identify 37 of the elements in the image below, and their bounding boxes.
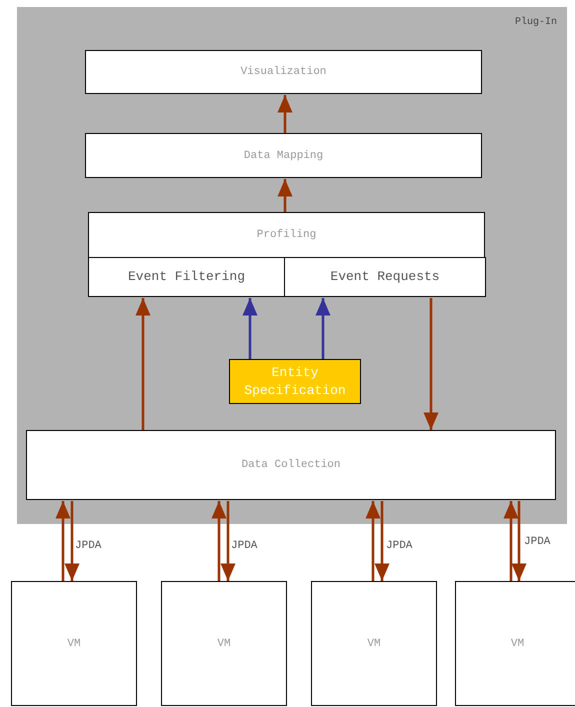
box-label: VM — [67, 636, 81, 652]
box-label: Entity Specification — [243, 364, 347, 400]
arrow — [504, 501, 518, 581]
compartment-box — [284, 257, 486, 297]
box-label: VM — [510, 636, 524, 652]
arrow — [316, 298, 330, 359]
arrow — [374, 501, 390, 581]
box-label: Event Filtering — [126, 268, 246, 286]
arrow — [366, 501, 380, 581]
box-label: VM — [217, 636, 231, 652]
arrow — [278, 95, 292, 133]
arrow — [212, 501, 226, 581]
box-label: VM — [367, 636, 381, 652]
box-label: Data Mapping — [244, 148, 324, 164]
process-box — [85, 50, 482, 94]
arrow — [56, 501, 70, 581]
arrow — [512, 501, 526, 581]
box-label: Visualization — [240, 65, 326, 80]
box-label: Data Collection — [241, 458, 341, 473]
arrow — [278, 179, 292, 212]
process-box — [88, 212, 485, 297]
process-box — [11, 581, 137, 706]
process-box — [311, 581, 437, 706]
arrow — [220, 501, 236, 581]
box-label: Event Requests — [329, 268, 441, 286]
process-box — [161, 581, 287, 706]
arrow — [136, 298, 150, 430]
highlighted-box — [229, 359, 361, 404]
process-box — [26, 430, 556, 500]
panel-title: Plug-In — [514, 17, 557, 28]
box-label: Profiling — [256, 228, 318, 243]
arrow — [424, 298, 438, 430]
container-panel — [17, 7, 567, 524]
process-box — [85, 133, 482, 178]
arrow — [64, 501, 80, 581]
process-box — [455, 581, 575, 706]
arrow — [242, 298, 258, 359]
